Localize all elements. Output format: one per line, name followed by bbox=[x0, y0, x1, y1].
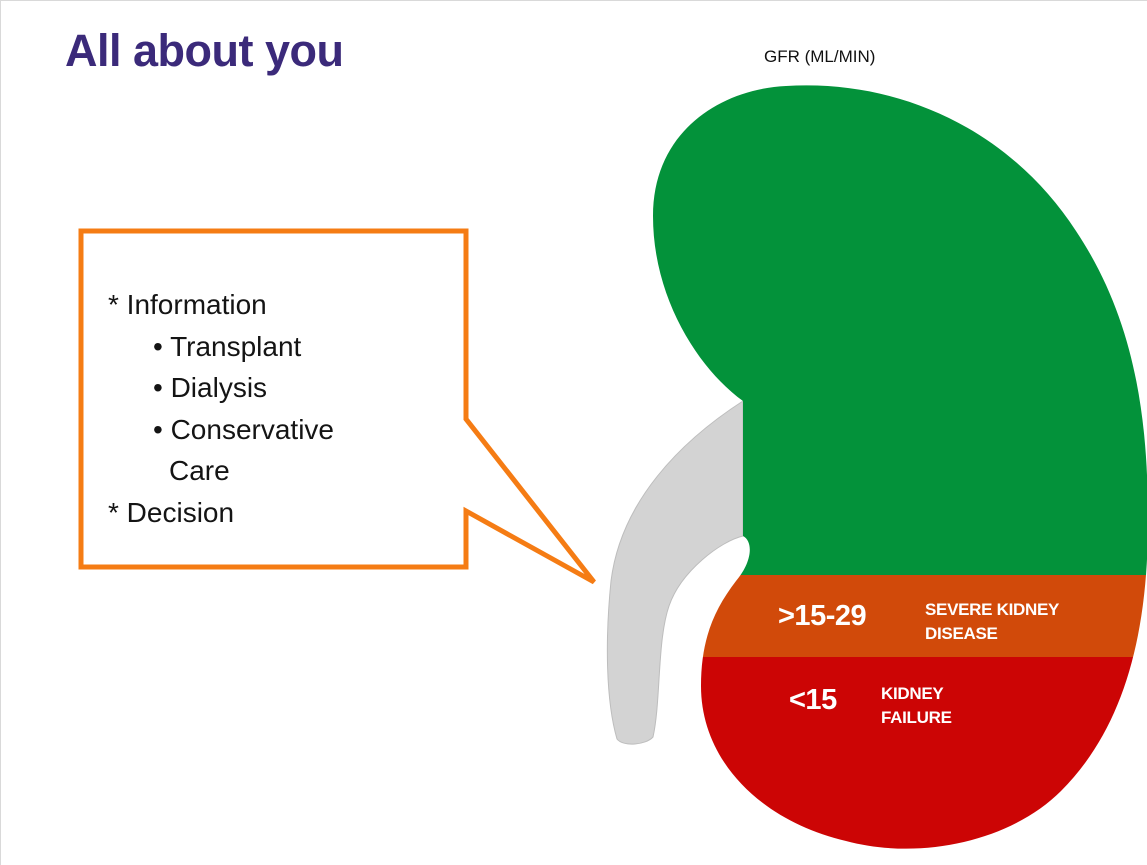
callout-text: * Information • Transplant • Dialysis • … bbox=[108, 284, 428, 533]
information-heading: * Information bbox=[108, 289, 267, 320]
severe-zone bbox=[653, 575, 1147, 657]
failure-label: KIDNEY FAILURE bbox=[881, 684, 952, 727]
page-title: All about you bbox=[65, 25, 344, 76]
failure-range: <15 bbox=[789, 684, 837, 716]
failure-zone bbox=[653, 657, 1147, 849]
decision-heading: * Decision bbox=[108, 496, 235, 528]
ureter-shape bbox=[606, 400, 744, 745]
severe-range: >15-29 bbox=[778, 600, 867, 632]
severe-label: SEVERE KIDNEY DISEASE bbox=[925, 600, 1060, 643]
list-item-transplant: • Transplant bbox=[153, 330, 302, 362]
gfr-label: GFR (ML/MIN) bbox=[764, 47, 876, 66]
list-item-conservative: • Conservative bbox=[153, 413, 334, 445]
list-item-care: Care bbox=[169, 455, 230, 486]
list-item-dialysis: • Dialysis bbox=[153, 372, 268, 403]
callout-box bbox=[78, 228, 596, 585]
